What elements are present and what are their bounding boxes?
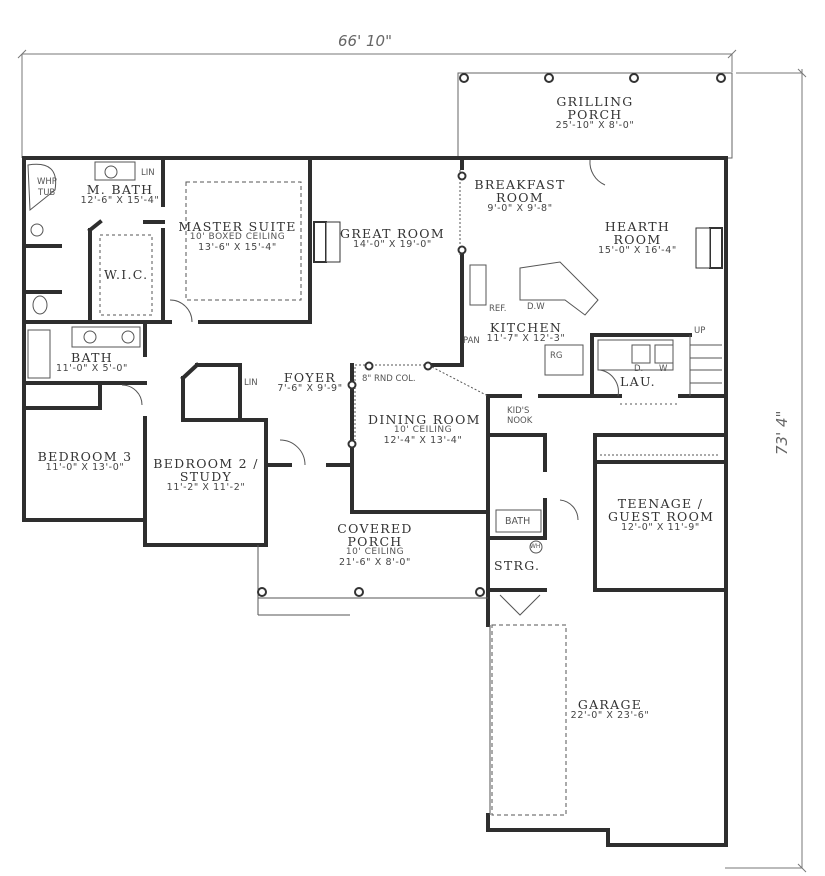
dryer-label: D.: [634, 364, 644, 374]
range-label: RG: [550, 351, 563, 361]
pantry-label: PAN: [463, 336, 480, 346]
ceiling-note: 10' CEILING: [345, 547, 405, 558]
kids-nook-label: KID'S: [507, 406, 530, 416]
room-teenage-guest: TEENAGE / GUEST ROOM 12'-0" X 11'-9": [608, 497, 713, 533]
room-name: PORCH: [347, 534, 403, 550]
overall-width-label: 66' 10": [338, 32, 392, 50]
room-name: M. BATH: [86, 182, 154, 197]
room-name: KITCHEN: [489, 320, 563, 335]
room-name: BATH: [71, 350, 113, 365]
room-name: PORCH: [567, 107, 623, 123]
dimension-lines: [17, 49, 807, 873]
washer-label: W: [659, 364, 668, 374]
room-foyer: FOYER 7'-6" X 9'-9": [270, 371, 350, 394]
room-name: STUDY: [179, 469, 233, 485]
room-dimensions: 11'-0" X 5'-0": [56, 363, 128, 375]
room-name: GREAT ROOM: [340, 226, 445, 241]
walls: [22, 156, 728, 847]
room-name: FOYER: [283, 370, 337, 385]
room-dimensions: 11'-0" X 13'-0": [45, 462, 125, 474]
ceiling-note: 10' CEILING: [393, 425, 453, 436]
room-bath: BATH 11'-0" X 5'-0": [52, 351, 132, 374]
room-name: ROOM: [496, 190, 544, 206]
kids-nook-label: NOOK: [507, 416, 533, 426]
room-grilling-porch: GRILLING PORCH 25'-10" X 8'-0": [540, 95, 650, 131]
round-columns: [257, 171, 485, 597]
room-name: GUEST ROOM: [608, 509, 715, 525]
room-name: BEDROOM 3: [37, 449, 133, 464]
linen-closet-label: LIN: [141, 168, 155, 178]
water-heater-label: WH: [530, 543, 541, 550]
fireplace-icons: [313, 221, 723, 269]
room-master-bath: M. BATH 12'-6" X 15'-4": [70, 183, 170, 206]
room-dimensions: 13'-6" X 15'-4": [198, 241, 277, 253]
round-column-note: 8" RND COL.: [362, 374, 416, 384]
room-name: MASTER SUITE: [178, 219, 297, 234]
room-name: BEDROOM 2 /: [153, 456, 259, 471]
room-name: STRG.: [494, 558, 541, 573]
room-dimensions: 7'-6" X 9'-9": [277, 383, 343, 395]
room-name: TEENAGE /: [617, 496, 704, 511]
room-dimensions: 12'-0" X 11'-9": [621, 522, 700, 534]
room-name: DINING ROOM: [368, 412, 481, 427]
room-master-suite: MASTER SUITE 10' BOXED CEILING 13'-6" X …: [175, 220, 300, 253]
room-dimensions: 12'-4" X 13'-4": [383, 434, 463, 446]
room-covered-porch: COVERED PORCH 10' CEILING 21'-6" X 8'-0": [320, 522, 430, 568]
room-breakfast: BREAKFAST ROOM 9'-0" X 9'-8": [470, 178, 570, 214]
room-dimensions: 22'-0" X 23'-6": [570, 710, 650, 722]
room-garage: GARAGE 22'-0" X 23'-6": [565, 698, 655, 721]
room-hearth-room: HEARTH ROOM 15'-0" X 16'-4": [590, 220, 685, 256]
ceiling-note: 10' BOXED CEILING: [189, 232, 286, 243]
room-bath-2: BATH: [505, 516, 531, 527]
room-dimensions: 11'-2" X 11'-2": [166, 482, 246, 494]
room-bedroom-2-study: BEDROOM 2 / STUDY 11'-2" X 11'-2": [150, 457, 262, 493]
room-dimensions: 14'-0" X 19'-0": [353, 239, 432, 251]
overall-depth-label: 73' 4": [773, 410, 791, 455]
porch-columns: [459, 73, 726, 83]
room-storage: STRG.: [494, 559, 540, 572]
linen-closet-label: LIN: [244, 378, 258, 388]
room-name: BREAKFAST: [474, 177, 566, 192]
room-kitchen: KITCHEN 11'-7" X 12'-3": [486, 321, 566, 344]
room-dimensions: 9'-0" X 9'-8": [487, 203, 553, 215]
refrigerator-label: REF.: [489, 304, 507, 314]
room-name: GRILLING: [556, 94, 634, 109]
room-name: HEARTH: [604, 219, 671, 234]
room-great-room: GREAT ROOM 14'-0" X 19'-0": [340, 227, 445, 250]
room-name: LAU.: [620, 374, 656, 389]
room-dimensions: 25'-10" X 8'-0": [555, 120, 635, 132]
room-name: GARAGE: [577, 697, 643, 712]
whp-tub-label: WHP: [37, 177, 57, 187]
room-dimensions: 15'-0" X 16'-4": [598, 245, 677, 257]
thin-lines: [27, 159, 722, 816]
whp-tub-label: TUB: [38, 188, 56, 198]
room-walk-in-closet: W.I.C.: [104, 268, 148, 281]
room-bedroom-3: BEDROOM 3 11'-0" X 13'-0": [30, 450, 140, 473]
room-name: ROOM: [613, 232, 662, 248]
dishwasher-label: D.W: [527, 302, 545, 312]
room-dimensions: 12'-6" X 15'-4": [80, 195, 160, 207]
room-laundry: LAU.: [618, 375, 658, 388]
room-dining: DINING ROOM 10' CEILING 12'-4" X 13'-4": [368, 412, 481, 446]
room-dimensions: 21'-6" X 8'-0": [339, 556, 411, 568]
room-name: COVERED: [337, 521, 413, 536]
room-dimensions: 11'-7" X 12'-3": [486, 333, 566, 345]
stairs-up-label: UP: [694, 326, 706, 336]
room-name: W.I.C.: [104, 267, 149, 282]
